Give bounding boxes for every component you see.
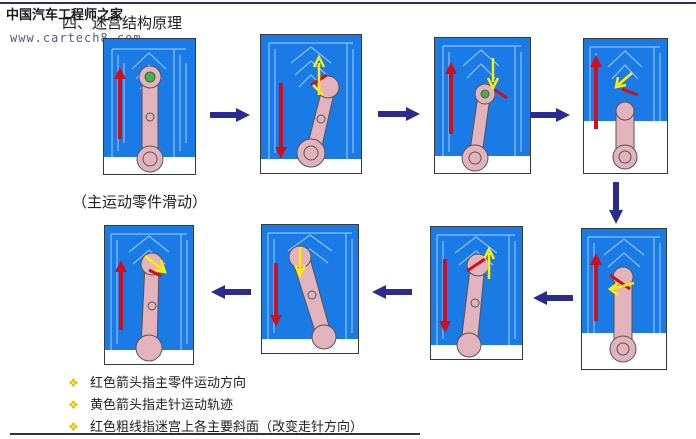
maze-panel-2 — [260, 34, 362, 174]
maze-panel-4 — [583, 38, 668, 174]
flow-arrow-6 — [372, 285, 412, 299]
maze-panel-5 — [581, 228, 667, 370]
diamond-bullet-icon: ❖ — [68, 376, 79, 390]
diamond-bullet-icon: ❖ — [68, 420, 79, 434]
legend-item: ❖ 黄色箭头指走针运动轨迹 — [68, 394, 363, 416]
maze-stage-8-graphic — [105, 233, 193, 364]
flow-arrow-3 — [530, 108, 570, 122]
legend-text: 红色粗线指迷宫上各主要斜面（改变走针方向） — [90, 420, 364, 435]
maze-panel-1 — [103, 38, 196, 175]
flow-arrow-2 — [378, 107, 420, 121]
motion-note: （主运动零件滑动） — [72, 193, 208, 211]
top-rule — [0, 2, 696, 4]
maze-stage-5-graphic — [582, 236, 666, 369]
lever-1 — [136, 65, 164, 173]
flow-arrow-7 — [211, 285, 251, 299]
maze-stage-6-graphic — [431, 234, 522, 359]
lever-4 — [612, 101, 638, 170]
maze-stage-7-graphic — [262, 232, 358, 353]
maze-panel-3 — [434, 37, 531, 174]
lever-7 — [288, 245, 337, 350]
legend-text: 红色箭头指主零件运动方向 — [90, 376, 247, 391]
maze-panel-8 — [104, 225, 194, 365]
maze-panel-6 — [430, 226, 523, 360]
flow-arrow-5 — [533, 291, 573, 305]
legend-item: ❖ 红色粗线指迷宫上各主要斜面（改变走针方向） — [68, 416, 363, 438]
lever-6 — [456, 253, 490, 358]
lever-3 — [461, 83, 496, 172]
legend-text: 黄色箭头指走针运动轨迹 — [90, 398, 234, 413]
maze-stage-3-graphic — [435, 45, 530, 173]
lever-5 — [609, 266, 637, 363]
bottom-rule — [10, 433, 420, 435]
flow-arrow-1 — [210, 108, 250, 122]
page-title: 四、迷宫结构原理 — [62, 14, 183, 32]
maze-stage-4-graphic — [584, 46, 667, 173]
legend-item: ❖ 红色箭头指主零件运动方向 — [68, 372, 363, 394]
maze-panel-7 — [261, 224, 359, 354]
legend-list: ❖ 红色箭头指主零件运动方向 ❖ 黄色箭头指走针运动轨迹 ❖ 红色粗线指迷宫上各主要斜… — [68, 372, 363, 438]
diamond-bullet-icon: ❖ — [68, 398, 79, 412]
maze-stage-1-graphic — [104, 48, 195, 174]
lever-2 — [296, 75, 340, 168]
flow-arrow-down — [609, 182, 623, 224]
maze-stage-2-graphic — [261, 42, 361, 173]
watermark-cn: 中国汽车工程师之家 — [6, 8, 124, 23]
